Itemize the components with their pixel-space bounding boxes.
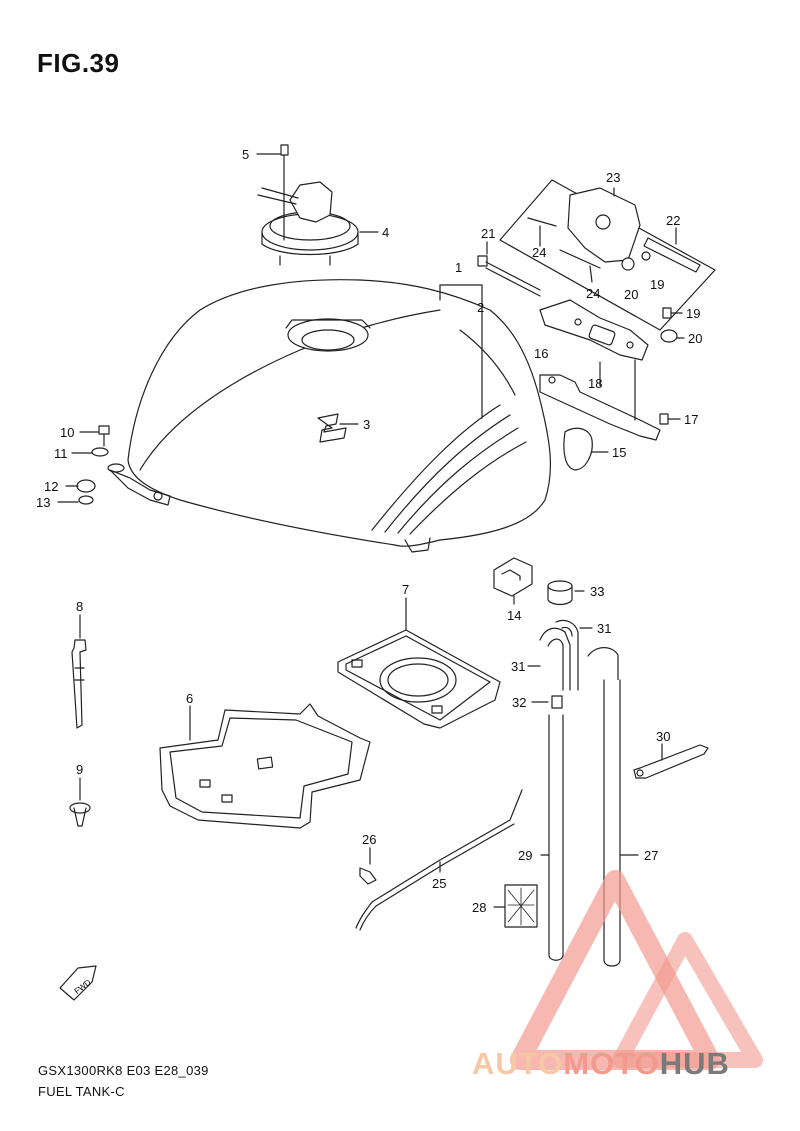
mount-hardware (57, 425, 125, 505)
callout-30: 30 (656, 729, 670, 744)
callout-11: 11 (54, 446, 68, 461)
callout-13: 13 (36, 495, 50, 510)
callout-24a: 24 (532, 245, 546, 260)
fuel-tank (109, 279, 552, 553)
callout-29: 29 (518, 848, 532, 863)
callout-24b: 24 (586, 286, 600, 301)
fuel-cap (257, 181, 359, 266)
callout-6: 6 (186, 691, 193, 706)
callout-14: 14 (507, 608, 521, 623)
callout-32: 32 (512, 695, 526, 710)
callout-4: 4 (382, 225, 389, 240)
callout-17: 17 (684, 412, 698, 427)
section-name: FUEL TANK-C (38, 1084, 125, 1099)
figure-title: FIG.39 (37, 48, 120, 78)
callout-26: 26 (362, 832, 376, 847)
callout-23: 23 (606, 170, 620, 185)
callout-12: 12 (44, 479, 58, 494)
callout-31a: 31 (597, 621, 611, 636)
watermark-hub: HUB (659, 1046, 730, 1081)
model-code: GSX1300RK8 E03 E28_039 (38, 1063, 209, 1078)
watermark-text: AUTOMOTOHUB (472, 1046, 730, 1082)
callout-22: 22 (666, 213, 680, 228)
watermark-moto: MOTO (563, 1046, 660, 1081)
callout-10: 10 (60, 425, 74, 440)
grommet-set (659, 307, 685, 425)
callout-31b: 31 (511, 659, 525, 674)
callout-28: 28 (472, 900, 486, 915)
callout-15: 15 (612, 445, 626, 460)
rear-bracket (539, 299, 661, 441)
bolt (256, 144, 289, 241)
upper-bracket (499, 179, 716, 331)
tank-tray (159, 703, 371, 829)
callout-3: 3 (363, 417, 370, 432)
breather-hoses (527, 619, 619, 709)
callout-27: 27 (644, 848, 658, 863)
small-bracket (633, 743, 709, 779)
callout-25: 25 (432, 876, 446, 891)
watermark-logo (510, 870, 763, 1070)
callout-9: 9 (76, 762, 83, 777)
push-clip (69, 777, 91, 827)
callout-19a: 19 (650, 277, 664, 292)
support-rod (355, 789, 523, 931)
callout-16: 16 (534, 346, 548, 361)
foam-pad (493, 884, 538, 928)
cushion-block (493, 557, 533, 605)
watermark-auto: AUTO (472, 1046, 564, 1081)
emblem (317, 413, 347, 443)
fwd-arrow-icon (59, 965, 97, 1001)
callout-7: 7 (402, 582, 409, 597)
callout-18: 18 (588, 376, 602, 391)
callout-2: 2 (477, 300, 484, 315)
tie-strap (71, 614, 87, 729)
callout-20b: 20 (688, 331, 702, 346)
callout-8: 8 (76, 599, 83, 614)
long-bolt (477, 241, 541, 297)
callout-20a: 20 (624, 287, 638, 302)
rubber-cushion (563, 427, 593, 471)
callout-5: 5 (242, 147, 249, 162)
gasket (337, 597, 501, 729)
hose-cap (547, 580, 585, 606)
callout-33: 33 (590, 584, 604, 599)
callout-21: 21 (481, 226, 495, 241)
callout-19b: 19 (686, 306, 700, 321)
callout-1: 1 (455, 260, 462, 275)
